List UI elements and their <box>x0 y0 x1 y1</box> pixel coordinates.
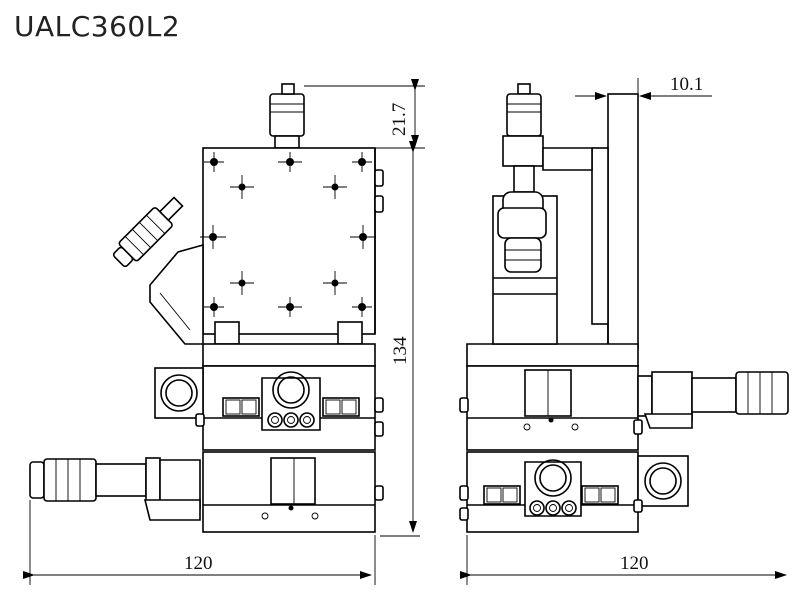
dim-label-134: 134 <box>390 336 411 365</box>
hole-2-crosshair <box>278 152 302 172</box>
hole-5-crosshair <box>323 175 347 199</box>
front-lower-stage <box>29 451 384 533</box>
front-top-micrometer <box>269 83 305 149</box>
front-upper-stage <box>202 147 384 367</box>
hole-3-crosshair <box>352 152 372 172</box>
dim-label-21-7: 21.7 <box>389 103 410 136</box>
front-view: 21.7 134 120 <box>23 79 425 585</box>
side-middle-stage <box>459 365 789 451</box>
dim-label-10-1: 10.1 <box>670 74 703 95</box>
dim-front-width: 120 <box>23 500 376 585</box>
hole-4-crosshair <box>230 175 254 199</box>
hole-9-crosshair <box>323 271 347 295</box>
hole-8-crosshair <box>230 271 254 295</box>
hole-12-crosshair <box>352 297 372 317</box>
dim-label-120-side: 120 <box>620 553 649 574</box>
hole-7-crosshair <box>350 225 376 249</box>
side-view: 10.1 120 <box>459 74 789 585</box>
dim-side-offset: 10.1 <box>575 74 712 100</box>
dim-side-width: 120 <box>460 535 787 585</box>
side-lower-stage <box>459 451 689 533</box>
hole-1-crosshair <box>204 152 224 172</box>
page-title: UALC360L2 <box>14 10 181 43</box>
front-diagonal-micrometer <box>112 196 204 345</box>
front-mounting-holes <box>200 152 376 317</box>
side-knob-housing <box>492 191 558 345</box>
side-vertical-plate <box>466 93 639 367</box>
dim-front-top-protrusion: 21.7 <box>304 79 425 149</box>
dim-front-total-height: 134 <box>380 141 420 537</box>
side-top-micrometer <box>502 83 593 193</box>
dim-label-120-front: 120 <box>184 553 213 574</box>
hole-10-crosshair <box>204 297 224 317</box>
front-middle-stage <box>154 365 384 451</box>
hole-11-crosshair <box>278 297 302 317</box>
hole-6-crosshair <box>200 225 226 249</box>
